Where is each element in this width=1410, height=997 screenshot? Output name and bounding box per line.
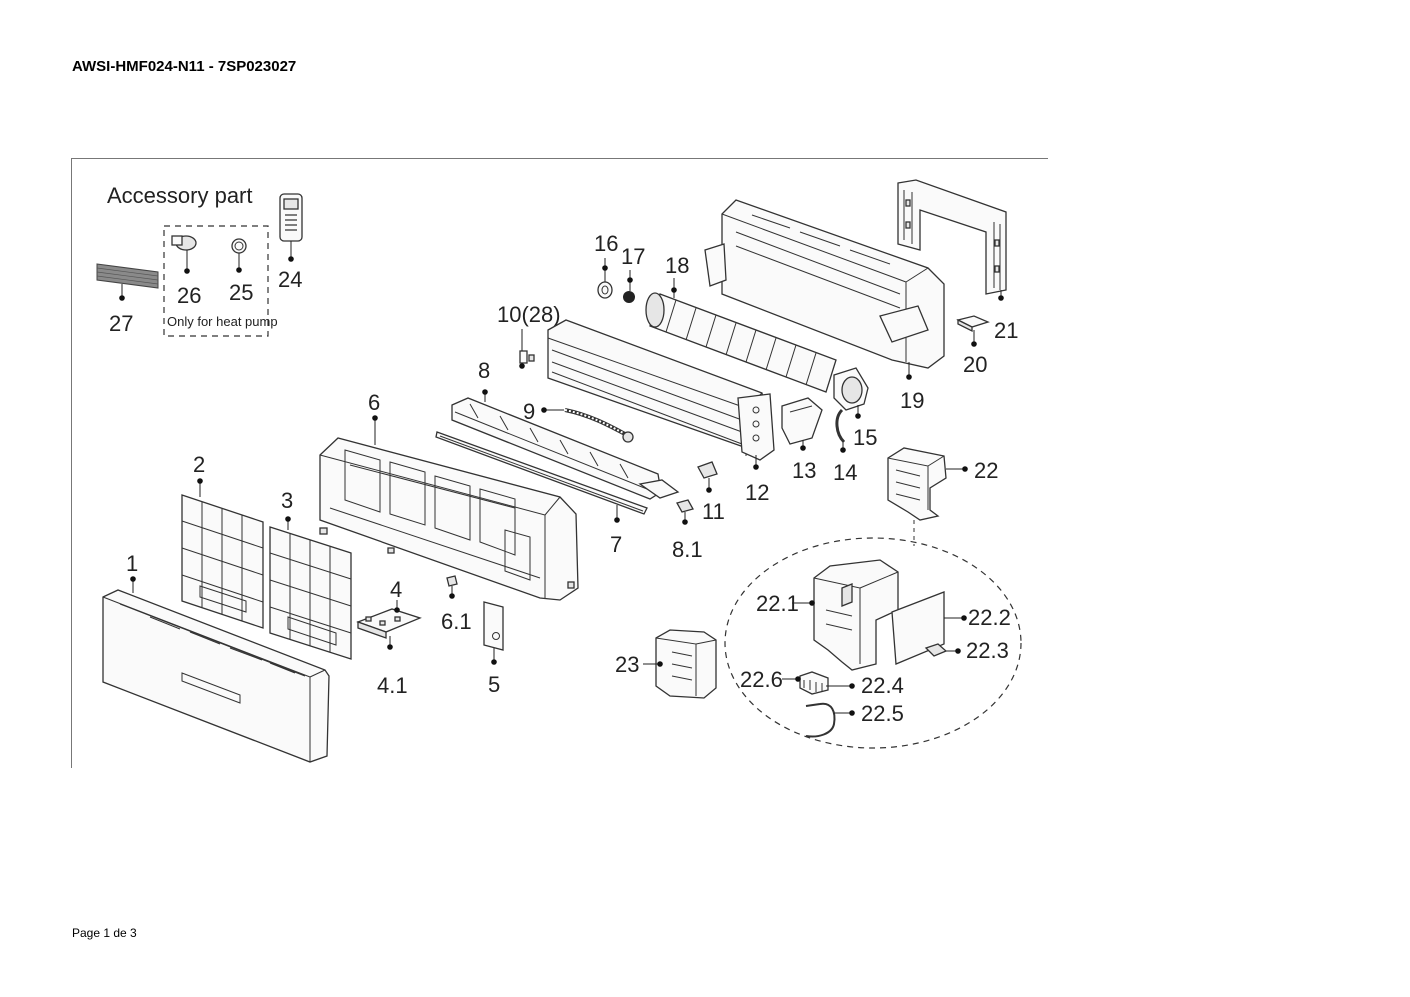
- callout-22-5: 22.5: [861, 701, 904, 726]
- callout-27: 27: [109, 311, 133, 336]
- part-22-1-electric-box: [792, 559, 899, 671]
- callout-22-3: 22.3: [966, 638, 1009, 663]
- callout-22: 22: [974, 458, 998, 483]
- callout-4-1: 4.1: [377, 673, 408, 698]
- part-21-wall-mounting-plate: [897, 179, 1007, 301]
- accessory-heading: Accessory part: [107, 183, 253, 208]
- frame-top-border: [71, 158, 1048, 159]
- page-number: Page 1 de 3: [72, 926, 137, 940]
- part-23-electric-box-bracket: [643, 629, 717, 699]
- detail-ellipse: [724, 537, 1022, 749]
- callout-12: 12: [745, 480, 769, 505]
- document-title: AWSI-HMF024-N11 - 7SP023027: [72, 58, 297, 75]
- callout-22-2: 22.2: [968, 605, 1011, 630]
- callout-23: 23: [615, 652, 639, 677]
- part-25-seal-ring: [231, 238, 247, 273]
- part-18-cross-flow-fan: [645, 278, 837, 393]
- callout-20: 20: [963, 352, 987, 377]
- part-22-2-insulation-sheet: [891, 591, 967, 665]
- part-1-front-panel: [102, 576, 330, 763]
- frame-left-border: [71, 158, 72, 768]
- part-2-air-filter-left: [181, 478, 264, 629]
- callout-8: 8: [478, 358, 490, 383]
- callout-1: 1: [126, 551, 138, 576]
- callout-22-6: 22.6: [740, 667, 783, 692]
- callout-8-1: 8.1: [672, 537, 703, 562]
- callout-7: 7: [610, 532, 622, 557]
- callout-4: 4: [390, 577, 402, 602]
- callout-26: 26: [177, 283, 201, 308]
- part-8-1-step-motor: [676, 499, 694, 525]
- callout-18: 18: [665, 253, 689, 278]
- electric-box-detail-group: 22.1 22.2 22.3 22.6 22.4: [724, 537, 1022, 749]
- part-6-1-clip: [446, 575, 458, 599]
- callout-3: 3: [281, 488, 293, 513]
- callout-24: 24: [278, 267, 302, 292]
- part-22-3-terminal: [924, 643, 961, 657]
- callout-2: 2: [193, 452, 205, 477]
- part-26-drain-joint: [171, 235, 197, 274]
- part-7-horizontal-louver: [435, 431, 648, 523]
- callout-14: 14: [833, 460, 857, 485]
- part-22-electric-box-cover: [887, 447, 968, 521]
- callout-17: 17: [621, 244, 645, 269]
- part-3-air-filter-right: [269, 516, 352, 660]
- part-5-cover-plate: [483, 601, 504, 665]
- heat-pump-accessory-box: [163, 225, 269, 337]
- part-6-front-frame: [319, 415, 579, 601]
- callout-6-1: 6.1: [441, 609, 472, 634]
- part-19-chassis: [704, 199, 945, 380]
- part-10-connector: [519, 329, 535, 369]
- callout-19: 19: [900, 388, 924, 413]
- callout-6: 6: [368, 390, 380, 415]
- part-17-bearing-rubber: [623, 270, 635, 303]
- accessory-section: Accessory part Only for heat pump: [96, 183, 303, 337]
- part-22-4-terminal-block: [782, 671, 855, 695]
- callout-15: 15: [853, 425, 877, 450]
- callout-5: 5: [488, 672, 500, 697]
- part-12-evaporator: [547, 319, 775, 470]
- part-13-motor-clamp: [781, 397, 823, 451]
- part-11-motor-holder: [697, 461, 718, 493]
- callout-22-4: 22.4: [861, 673, 904, 698]
- callout-16: 16: [594, 231, 618, 256]
- callout-9: 9: [523, 399, 535, 424]
- part-9-temperature-sensor: [541, 407, 634, 443]
- callout-22-1: 22.1: [756, 591, 799, 616]
- callout-11: 11: [702, 499, 725, 524]
- callout-25: 25: [229, 280, 253, 305]
- callout-10: 10(28): [497, 302, 561, 327]
- part-4-display-board: [356, 600, 422, 650]
- part-14-rubber-ring: [835, 408, 846, 453]
- part-8-vertical-louver-assembly: [451, 389, 680, 500]
- callout-13: 13: [792, 458, 816, 483]
- part-22-5-wire: [805, 702, 855, 738]
- part-24-remote-controller: [279, 193, 303, 262]
- part-15-fan-motor: [833, 367, 869, 419]
- part-16-bearing: [597, 258, 613, 299]
- part-20-pipe-holder: [956, 315, 990, 347]
- callout-21: 21: [994, 318, 1018, 343]
- heat-pump-note: Only for heat pump: [167, 314, 278, 329]
- part-27-filter-strip: [96, 263, 159, 301]
